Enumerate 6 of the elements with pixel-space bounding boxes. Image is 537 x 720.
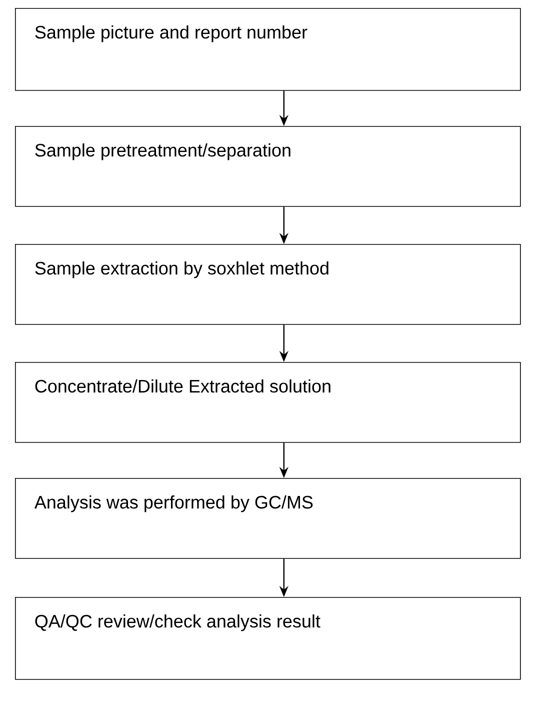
process-box: Concentrate/Dilute Extracted solution [15, 362, 521, 443]
process-box: Analysis was performed by GC/MS [15, 478, 521, 559]
process-box: QA/QC review/check analysis result [15, 597, 521, 680]
process-box: Sample extraction by soxhlet method [15, 244, 521, 325]
process-box: Sample pretreatment/separation [15, 126, 521, 207]
process-box: Sample picture and report number [15, 8, 521, 91]
